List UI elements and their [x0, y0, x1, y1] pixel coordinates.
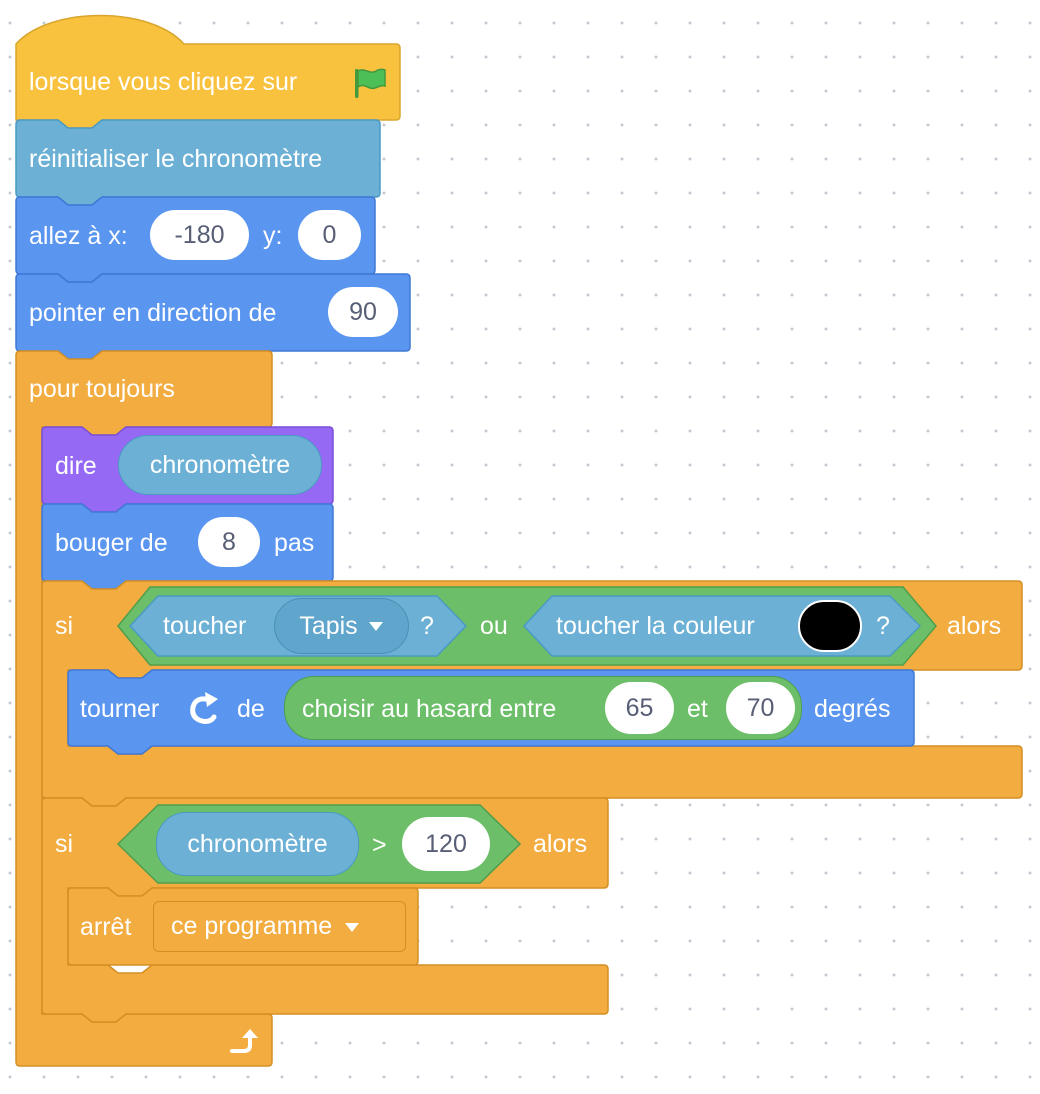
forever-label: pour toujours — [29, 375, 175, 403]
point-label: pointer en direction de — [29, 299, 277, 327]
move-steps-block[interactable]: bouger de 8 pas — [42, 504, 333, 581]
if1-label: si — [55, 612, 74, 640]
green-flag-icon — [355, 68, 386, 98]
if2-label: si — [55, 830, 74, 858]
touching-color-question-mark: ? — [876, 612, 890, 640]
steps-input[interactable]: 8 — [198, 517, 260, 567]
goto-label: allez à x: — [29, 222, 128, 250]
random-and-label: et — [687, 695, 708, 723]
x-input[interactable]: -180 — [150, 210, 249, 260]
if1-then-label: alors — [947, 612, 1002, 640]
direction-input[interactable]: 90 — [328, 287, 398, 337]
goto-xy-block[interactable]: allez à x: -180 y: 0 — [16, 197, 375, 274]
pick-random-label: choisir au hasard entre — [302, 695, 557, 723]
if2-then-label: alors — [533, 830, 588, 858]
say-block[interactable]: dire chronomètre — [42, 427, 333, 504]
touching-target-value: Tapis — [299, 611, 358, 640]
turn-of-label: de — [237, 695, 265, 723]
stop-option-dropdown[interactable]: ce programme — [153, 901, 406, 952]
touching-label: toucher — [163, 612, 247, 640]
y-input[interactable]: 0 — [298, 210, 361, 260]
hat-block-shape — [15, 14, 401, 129]
timer-reporter-2[interactable]: chronomètre — [156, 812, 359, 876]
touching-color-label: toucher la couleur — [556, 612, 755, 640]
hat-label: lorsque vous cliquez sur — [29, 68, 298, 96]
stop-label: arrêt — [80, 913, 132, 941]
loop-arrow-icon — [230, 1029, 258, 1053]
if-then-block-1[interactable]: si toucher Tapis ? ou toucher la couleur… — [42, 581, 1022, 670]
reset-timer-label: réinitialiser le chronomètre — [29, 145, 323, 173]
stop-option-value: ce programme — [171, 912, 333, 940]
dropdown-arrow-icon — [345, 922, 360, 932]
forever-block[interactable]: pour toujours — [16, 351, 272, 427]
greater-than-operator: > — [372, 831, 387, 859]
stop-block[interactable]: arrêt ce programme — [68, 888, 418, 965]
touching-question-mark: ? — [420, 612, 434, 640]
pick-random-reporter[interactable] — [284, 676, 802, 740]
random-min-input[interactable]: 65 — [605, 682, 674, 734]
reset-timer-block[interactable]: réinitialiser le chronomètre — [16, 120, 380, 197]
when-flag-clicked-block[interactable]: lorsque vous cliquez sur — [16, 44, 400, 120]
turn-right-block[interactable]: tourner de choisir au hasard entre 65 et… — [68, 670, 914, 746]
dropdown-arrow-icon — [368, 622, 383, 631]
move-label: bouger de — [55, 529, 168, 557]
rotate-right-icon — [190, 692, 218, 724]
random-max-input[interactable]: 70 — [726, 682, 795, 734]
degrees-label: degrés — [814, 695, 891, 723]
or-label: ou — [480, 612, 508, 640]
turn-label: tourner — [80, 695, 160, 723]
y-label: y: — [263, 222, 283, 250]
compare-value-input[interactable]: 120 — [402, 817, 490, 871]
steps-suffix: pas — [274, 529, 315, 557]
timer-reporter[interactable]: chronomètre — [118, 435, 322, 495]
point-direction-block[interactable]: pointer en direction de 90 — [16, 274, 410, 351]
say-label: dire — [55, 452, 97, 480]
touching-target-dropdown[interactable]: Tapis — [274, 598, 409, 654]
color-swatch[interactable] — [798, 600, 862, 652]
if-then-block-2[interactable]: si chronomètre > 120 alors — [42, 798, 608, 888]
